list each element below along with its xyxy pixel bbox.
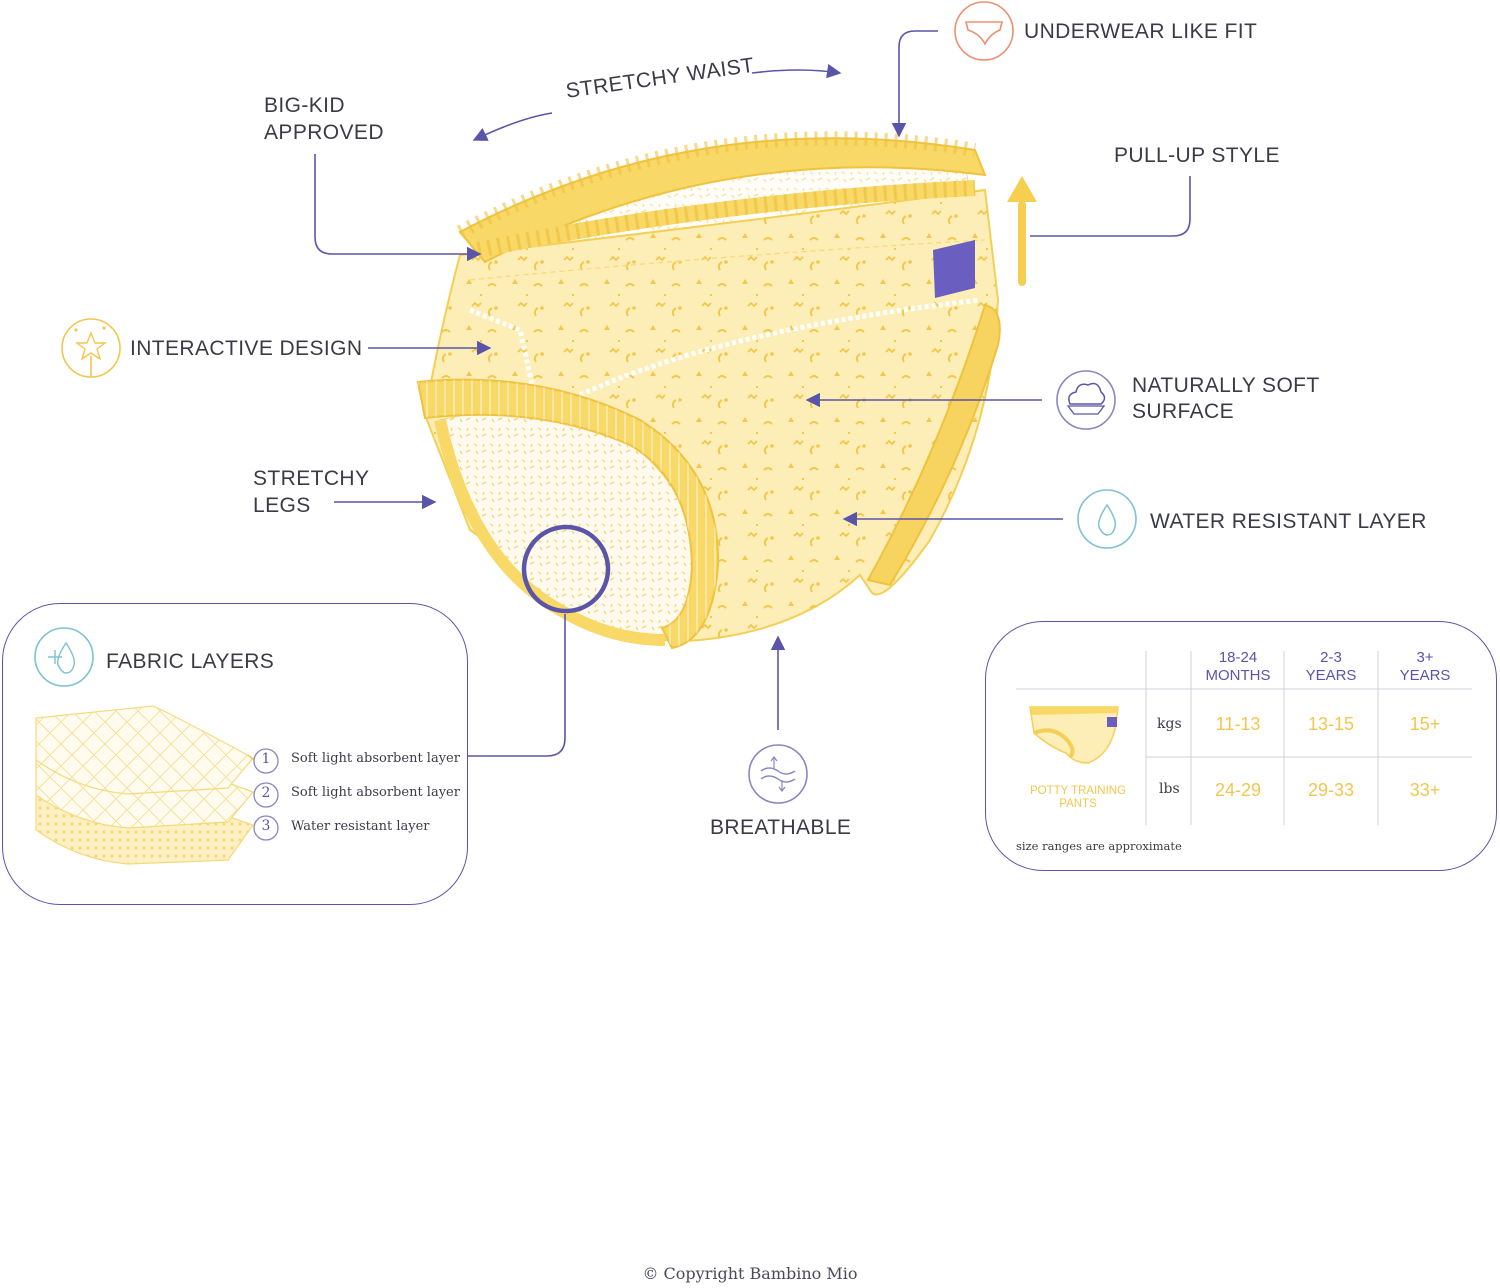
label-interactive-design: INTERACTIVE DESIGN [130,337,363,360]
kgs-18-24-months: 11-13 [1215,714,1261,734]
label-breathable: BREATHABLE [710,816,852,839]
unit-kgs: kgs [1157,716,1182,732]
underwear-fit-icon [954,1,1014,61]
label-water-resistant-layer: WATER RESISTANT LAYER [1150,510,1427,533]
water-drop-icon [1077,489,1137,549]
col-header-2-3-years: 2-3 YEARS [1284,649,1378,685]
lbs-2-3-years: 29-33 [1307,780,1355,800]
size-chart-gridlines [1016,651,1472,825]
soft-cloud-icon [1056,370,1116,430]
col-2-line1: 2-3 [1320,649,1342,666]
label-legs: LEGS [253,494,311,517]
unit-lbs: lbs [1159,781,1180,797]
col-3-line2: YEARS [1399,667,1451,684]
lbs-18-24-months: 24-29 [1214,780,1262,800]
copyright-notice: © Copyright Bambino Mio [642,1264,858,1283]
pull-up-arrow-icon [1007,176,1037,286]
label-big-kid: BIG-KID [264,94,345,117]
product-label-line1: POTTY TRAINING [1029,785,1127,797]
fabric-layers-panel [2,603,468,905]
product-label-line2: PANTS [1059,798,1097,810]
col-header-18-24-months: 18-24 MONTHS [1191,649,1285,685]
size-chart-panel [985,621,1497,871]
breathable-icon [748,744,808,804]
col-3-line1: 3+ [1416,649,1434,666]
layer-2-number: 2 [261,785,271,801]
size-note: size ranges are approximate [1016,839,1182,853]
lbs-3-plus-years: 33+ [1409,780,1441,800]
layer-2-label: Soft light absorbent layer [291,785,460,800]
layer-2-number-circle [253,782,279,808]
fabric-layers-title: FABRIC LAYERS [106,650,275,673]
layer-3-label: Water resistant layer [291,819,430,834]
col-1-line2: MONTHS [1205,667,1271,684]
col-2-line2: YEARS [1305,667,1357,684]
layer-3-number: 3 [261,818,271,834]
layer-1-number: 1 [261,751,271,767]
label-pull-up-style: PULL-UP STYLE [1114,144,1280,167]
training-pants-illustration [416,131,1001,650]
label-approved: APPROVED [264,121,384,144]
label-stretchy: STRETCHY [253,467,370,490]
label-underwear-like-fit: UNDERWEAR LIKE FIT [1024,20,1258,43]
layer-1-label: Soft light absorbent layer [291,751,460,766]
layer-3-number-circle [253,815,279,841]
fabric-layers-illustration [35,705,279,865]
potty-pants-thumbnail [1029,706,1119,764]
callout-arrows [314,30,1191,757]
magic-wand-icon [61,318,121,378]
magnifier-ring [521,524,611,614]
kgs-2-3-years: 13-15 [1307,714,1355,734]
col-1-line1: 18-24 [1218,649,1258,666]
kgs-3-plus-years: 15+ [1409,714,1441,734]
layer-1-number-circle [253,748,279,774]
product-label: POTTY TRAINING PANTS [1018,785,1138,811]
label-surface: SURFACE [1132,400,1234,423]
label-naturally-soft: NATURALLY SOFT [1132,374,1320,397]
col-header-3-plus-years: 3+ YEARS [1378,649,1472,685]
fabric-layer-1 [35,705,254,795]
